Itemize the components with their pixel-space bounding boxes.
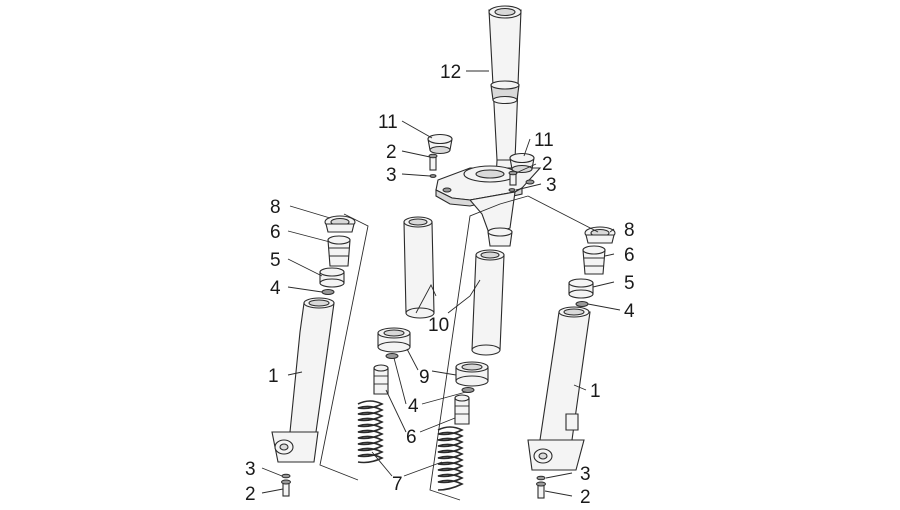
callout-3-top-right: 3 [546, 175, 557, 196]
callout-8-left: 8 [270, 197, 281, 218]
callout-9: 9 [419, 367, 430, 388]
callout-3-bottom-left: 3 [245, 459, 256, 480]
damper-center-right [454, 394, 470, 425]
spring-left [357, 400, 384, 464]
fork-tube-left [403, 216, 435, 319]
washer-left [321, 289, 335, 295]
callout-leaders [261, 70, 621, 497]
fork-cap-right [509, 152, 535, 174]
bushing-left [377, 327, 411, 353]
screw-top-right [508, 170, 518, 192]
seal-cap-left [324, 215, 356, 233]
callout-2-bottom-left: 2 [245, 484, 256, 505]
callout-7: 7 [392, 474, 403, 495]
screw-top-left [428, 153, 438, 178]
fork-cap-left [427, 133, 453, 155]
callout-4-center: 4 [408, 396, 419, 417]
callout-6-left: 6 [270, 222, 281, 243]
damper-right [582, 245, 606, 275]
callout-1-right: 1 [590, 381, 601, 402]
fork-leg-left [271, 297, 335, 463]
washer-center-right [461, 387, 475, 393]
callout-3-bottom-right: 3 [580, 464, 591, 485]
callout-1-left: 1 [268, 366, 279, 387]
fork-tube-right [471, 227, 513, 356]
bushing-right [455, 361, 489, 387]
damper-center-left [373, 364, 389, 395]
callout-3-top-left: 3 [386, 165, 397, 186]
washer-right [575, 301, 589, 307]
bolt-bottom-left [281, 473, 291, 497]
callout-4-right: 4 [624, 301, 635, 322]
callout-4-left: 4 [270, 278, 281, 299]
damper-left [327, 235, 351, 267]
callout-10: 10 [428, 315, 449, 336]
callout-labels: 12 11 2 3 11 2 3 8 6 5 4 1 3 2 8 6 5 4 1… [245, 62, 635, 508]
callout-2-bottom-right: 2 [580, 487, 591, 508]
callout-6-center: 6 [406, 427, 417, 448]
washer-center-left [385, 353, 399, 359]
callout-5-left: 5 [270, 250, 281, 271]
bolt-bottom-right [536, 475, 546, 499]
callout-11-right: 11 [534, 130, 554, 151]
callout-11-left: 11 [378, 112, 398, 133]
assembly-lines [319, 195, 599, 501]
seal-cap-right [584, 226, 616, 244]
callout-2-top-left: 2 [386, 142, 397, 163]
spring-right [437, 426, 464, 491]
callout-12: 12 [440, 62, 461, 83]
ring-right [568, 278, 594, 299]
fork-leg-right [527, 306, 591, 471]
fork-crown [435, 165, 542, 237]
callout-8-right: 8 [624, 220, 635, 241]
ring-left [319, 267, 345, 288]
callout-2-top-right: 2 [542, 154, 553, 175]
callout-5-right: 5 [624, 273, 635, 294]
callout-6-right: 6 [624, 245, 635, 266]
